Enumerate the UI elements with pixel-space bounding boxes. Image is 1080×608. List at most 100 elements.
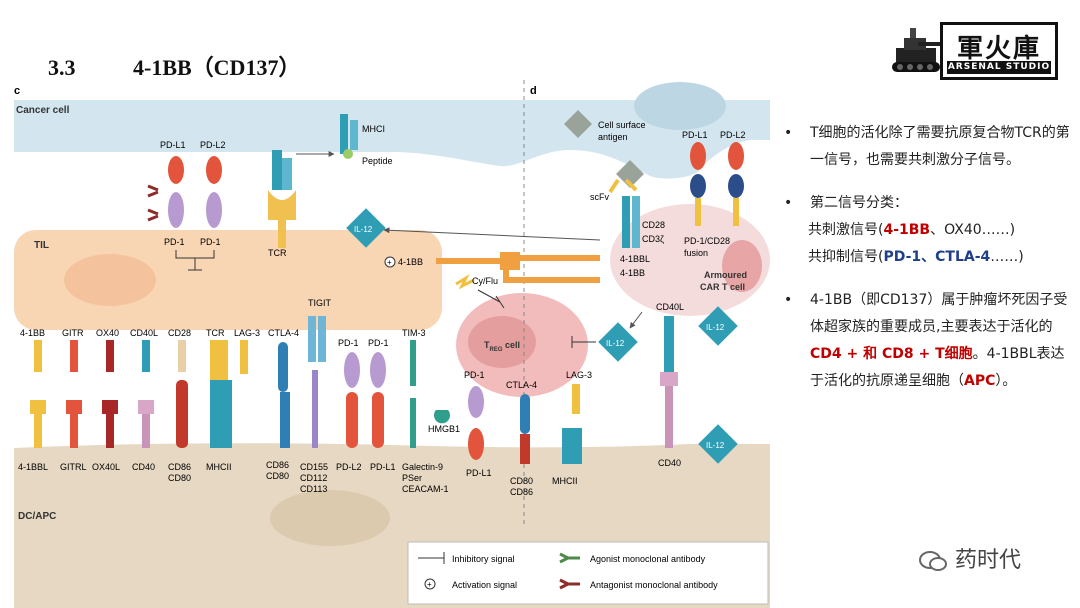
ligand-pdl2 [346, 392, 358, 448]
activation-signal-icon [424, 578, 436, 590]
treg-cd80 [520, 434, 530, 464]
ligand-gitrl [70, 414, 78, 448]
car-fusion-stalk-a [695, 198, 701, 226]
ligand-galectin9 [410, 398, 416, 448]
receptor-ox40 [106, 340, 114, 372]
ligand-cd113-label: CD113 [300, 484, 327, 494]
note-1-text: T细胞的活化除了需要抗原复合物TCR的第一信号，也需要共刺激分子信号。 [810, 125, 1070, 168]
activation-plus-legend: + [427, 580, 432, 589]
receptor-tim3 [410, 340, 416, 386]
pd1-b-label: PD-1 [200, 237, 221, 247]
notes-panel: • T细胞的活化除了需要抗原复合物TCR的第一信号，也需要共刺激分子信号。 • … [784, 120, 1074, 411]
car-41bbl-label: 4-1BBL [620, 254, 650, 264]
antagonist-antibody-icon [147, 184, 159, 198]
car-antigen [616, 160, 644, 188]
receptor-cd28-label: CD28 [168, 328, 191, 338]
ligand-cd80-label: CD80 [168, 473, 191, 483]
cell-surface-label: Cell surface [598, 120, 646, 130]
il12-apc: IL-12 [698, 424, 738, 464]
car-cd3z [622, 196, 630, 248]
pd1-a-molecule [168, 192, 184, 228]
mhci-label: MHCI [362, 124, 385, 134]
car-pd1-fusion-b [728, 174, 744, 198]
treg-inhibition [571, 336, 596, 348]
tcr-mhci-complex-b [282, 158, 292, 190]
treg-cd86-label: CD86 [510, 487, 533, 497]
receptor-ctla4-label: CTLA-4 [268, 328, 299, 338]
note-3-red-apc: APC [964, 373, 996, 389]
receptor-gitr-label: GITR [62, 328, 84, 338]
bullet-icon: • [784, 292, 793, 308]
receptor-cd28 [178, 340, 186, 372]
svg-text:IL-12: IL-12 [706, 441, 725, 450]
tcr-label: TCR [268, 248, 287, 258]
bullet-icon: • [784, 125, 793, 141]
receptor-cd40l-label: CD40L [130, 328, 158, 338]
activation-icon [384, 256, 396, 268]
lightning-icon [455, 274, 475, 290]
car-cd40-label: CD40 [658, 458, 681, 468]
note-2-head: 第二信号分类： [810, 195, 908, 211]
receptor-pd1b-label: PD-1 [368, 338, 389, 348]
ligand-cd80b-label: CD80 [266, 471, 289, 481]
pd1cd28-label: PD-1/CD28 [684, 236, 730, 246]
car-pdl2-molecule [728, 142, 744, 170]
treg-label: TREG cell [484, 340, 520, 353]
bullet-icon: • [784, 195, 793, 211]
il12-car: IL-12 [698, 306, 738, 346]
receptor-gitr [70, 340, 78, 372]
41bb-41bbl-link [436, 252, 520, 270]
note-2-coinhib: 共抑制信号(PD-1、CTLA-4……) [808, 249, 1024, 265]
car-cd40-stalk [665, 386, 673, 448]
pdl1-top-label: PD-L1 [160, 140, 186, 150]
slide-title: 3.3 4-1BB（CD137） [48, 50, 300, 82]
ligand-gitrl-label: GITRL [60, 462, 87, 472]
ligand-cd40-head [138, 400, 154, 414]
car-label-2: CAR T cell [700, 282, 745, 292]
pdl1-top-molecule [168, 156, 184, 184]
car-pdl1-label: PD-L1 [682, 130, 708, 140]
immune-checkpoint-diagram: c d Cancer cell TIL DC/APC TREG cell Arm… [14, 80, 770, 608]
cancer-nucleus [634, 82, 726, 130]
car-cd28-label: CD28 [642, 220, 665, 230]
til-label: TIL [34, 240, 49, 251]
panel-d-label: d [530, 85, 537, 97]
car-nucleus [722, 240, 762, 292]
receptor-lag3-label: LAG-3 [234, 328, 260, 338]
scfv-label: scFv [590, 192, 609, 202]
peptide-label: Peptide [362, 156, 393, 166]
receptor-41bb [34, 340, 42, 372]
receptor-ctla4 [278, 342, 288, 392]
car-cd40-head [660, 372, 678, 386]
hmgb1-label: HMGB1 [428, 424, 460, 434]
receptor-pd1a [344, 352, 360, 388]
treg-pd1-label: PD-1 [464, 370, 485, 380]
cyflu-inhibition [477, 289, 505, 309]
svg-text:IL-12: IL-12 [354, 225, 373, 234]
note-1: • T细胞的活化除了需要抗原复合物TCR的第一信号，也需要共刺激分子信号。 [784, 120, 1074, 174]
treg-mhcii-label: MHCII [552, 476, 578, 486]
car-41bb-link [503, 262, 600, 283]
ligand-cd86-cd80 [176, 380, 188, 448]
svg-text:IL-12: IL-12 [606, 339, 625, 348]
tank-icon [892, 28, 942, 72]
ligand-ceacam1-label: CEACAM-1 [402, 484, 449, 494]
receptor-tigit-a [308, 316, 316, 362]
ligand-cd155 [312, 370, 318, 448]
car-cd28 [632, 196, 640, 248]
apc-label: DC/APC [18, 511, 56, 522]
treg-pdl1 [468, 428, 484, 460]
receptor-cd40l [142, 340, 150, 372]
car-to-treg-il12-arrow [629, 311, 643, 329]
legend-antagonist: Antagonist monoclonal antibody [590, 580, 718, 590]
ligand-pdl1-label: PD-L1 [370, 462, 396, 472]
apc-ligand-row: 4-1BBL GITRL OX40L CD40 CD86 CD80 MHCII … [18, 370, 460, 494]
treg-ctla4 [520, 394, 530, 434]
ligand-pser-label: PSer [402, 473, 422, 483]
car-cd3z-label: CD3ζ [642, 234, 664, 244]
ligand-galectin9-label: Galectin-9 [402, 462, 443, 472]
receptor-41bb-label: 4-1BB [20, 328, 45, 338]
scfv-molecule [608, 178, 638, 194]
note-3-red-cells: CD4 + 和 CD8 + T细胞 [810, 346, 973, 362]
mhci-molecule-b [350, 120, 358, 150]
